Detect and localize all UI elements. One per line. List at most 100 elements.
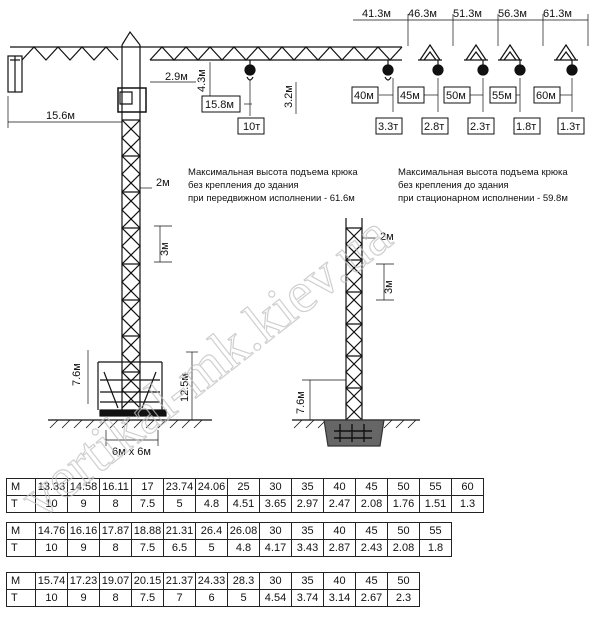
radius-cell: 30 xyxy=(259,478,292,496)
stationary-foundation xyxy=(323,419,385,447)
jib-radius-4: 56.3м xyxy=(498,8,527,20)
radius-cell: 16.11 xyxy=(99,478,132,496)
radius-cell: 25 xyxy=(227,478,260,496)
dimension-lines xyxy=(7,14,589,446)
jib-end-variants xyxy=(418,43,578,76)
end-radius-3: 50м xyxy=(446,90,466,102)
hook-main xyxy=(244,60,256,81)
load-cell: 9 xyxy=(67,589,100,607)
radius-cell: 19.07 xyxy=(99,572,132,590)
hook-radius: 15.8м xyxy=(205,99,234,111)
radius-cell: 24.06 xyxy=(195,478,228,496)
jib-radius-3: 51.3м xyxy=(453,8,482,20)
row-label: Т xyxy=(6,539,36,557)
offset-vertical: 4.3м xyxy=(196,69,208,92)
radius-cell: 26.08 xyxy=(227,522,260,540)
load-cell: 4.51 xyxy=(227,495,260,513)
load-cell: 4.8 xyxy=(227,539,260,557)
mobile-base-height: 7.6м xyxy=(71,363,83,386)
jib-radius-5: 61.3м xyxy=(543,8,572,20)
crane-jib xyxy=(7,30,403,93)
load-cell: 10 xyxy=(35,495,68,513)
radius-cell: 30 xyxy=(259,572,292,590)
radius-cell: 45 xyxy=(355,522,388,540)
radius-cell: 16.16 xyxy=(67,522,100,540)
row-label: М xyxy=(6,522,36,540)
load-cell: 2.97 xyxy=(291,495,324,513)
mobile-ballast-height: 12.5м xyxy=(179,373,191,402)
load-cell: 5 xyxy=(195,539,228,557)
radius-cell: 50 xyxy=(387,522,420,540)
end-radius-5: 60м xyxy=(536,90,556,102)
load-cell: 7.5 xyxy=(131,539,164,557)
load-cell: 2.3 xyxy=(387,589,420,607)
load-cell: 4.54 xyxy=(259,589,292,607)
radius-cell: 40 xyxy=(323,478,356,496)
radius-cell: 18.88 xyxy=(131,522,164,540)
load-cell: 7.5 xyxy=(131,589,164,607)
load-cell: 1.8 xyxy=(419,539,452,557)
radius-cell: 30 xyxy=(259,522,292,540)
load-cell: 6.5 xyxy=(163,539,196,557)
load-cell: 2.47 xyxy=(323,495,356,513)
mobile-tower-mast xyxy=(117,45,147,410)
radius-cell: 55 xyxy=(419,478,452,496)
load-cell: 3.14 xyxy=(323,589,356,607)
end-load-4: 1.8т xyxy=(516,121,536,133)
hook-end xyxy=(382,60,394,81)
load-cell: 2.43 xyxy=(355,539,388,557)
row-label: Т xyxy=(6,589,36,607)
load-cell: 10 xyxy=(35,589,68,607)
stationary-tower-mast xyxy=(345,218,363,421)
load-cell: 6 xyxy=(195,589,228,607)
load-cell: 3.74 xyxy=(291,589,324,607)
radius-cell: 40 xyxy=(323,572,356,590)
radius-cell: 35 xyxy=(291,572,324,590)
radius-cell: 45 xyxy=(355,572,388,590)
radius-cell: 17.23 xyxy=(67,572,100,590)
end-radius-1: 40м xyxy=(354,90,374,102)
end-radius-4: 55м xyxy=(492,90,512,102)
radius-cell: 60 xyxy=(451,478,484,496)
radius-cell: 17 xyxy=(131,478,164,496)
radius-cell: 50 xyxy=(387,572,420,590)
row-label: Т xyxy=(6,495,36,513)
row-label: М xyxy=(6,478,36,496)
hook-drop: 3.2м xyxy=(283,85,295,108)
end-load-3: 2.3т xyxy=(470,121,490,133)
load-cell: 8 xyxy=(99,589,132,607)
radius-cell: 26.4 xyxy=(195,522,228,540)
radius-cell: 40 xyxy=(323,522,356,540)
load-cell: 2.08 xyxy=(387,539,420,557)
load-cell: 1.3 xyxy=(451,495,484,513)
radius-cell: 45 xyxy=(355,478,388,496)
static-section-width: 2м xyxy=(380,231,394,243)
load-cell: 7.5 xyxy=(131,495,164,513)
radius-cell: 15.74 xyxy=(35,572,68,590)
load-cell: 1.51 xyxy=(419,495,452,513)
mobile-section-width: 2м xyxy=(156,177,170,189)
radius-cell: 35 xyxy=(291,522,324,540)
load-cell: 4.17 xyxy=(259,539,292,557)
radius-cell: 24.33 xyxy=(195,572,228,590)
radius-cell: 17.87 xyxy=(99,522,132,540)
radius-cell: 50 xyxy=(387,478,420,496)
counter-jib-length: 15.6м xyxy=(46,110,75,122)
radius-cell: 28.3 xyxy=(227,572,260,590)
load-cell: 2.08 xyxy=(355,495,388,513)
radius-cell: 14.76 xyxy=(35,522,68,540)
load-cell: 3.43 xyxy=(291,539,324,557)
jib-radius-2: 46.3м xyxy=(408,8,437,20)
end-radius-2: 45м xyxy=(400,90,420,102)
radius-cell: 20.15 xyxy=(131,572,164,590)
static-note: Максимальная высота подъема крюка без кр… xyxy=(398,167,568,204)
end-load-1: 3.3т xyxy=(378,121,398,133)
load-cell: 4.8 xyxy=(195,495,228,513)
